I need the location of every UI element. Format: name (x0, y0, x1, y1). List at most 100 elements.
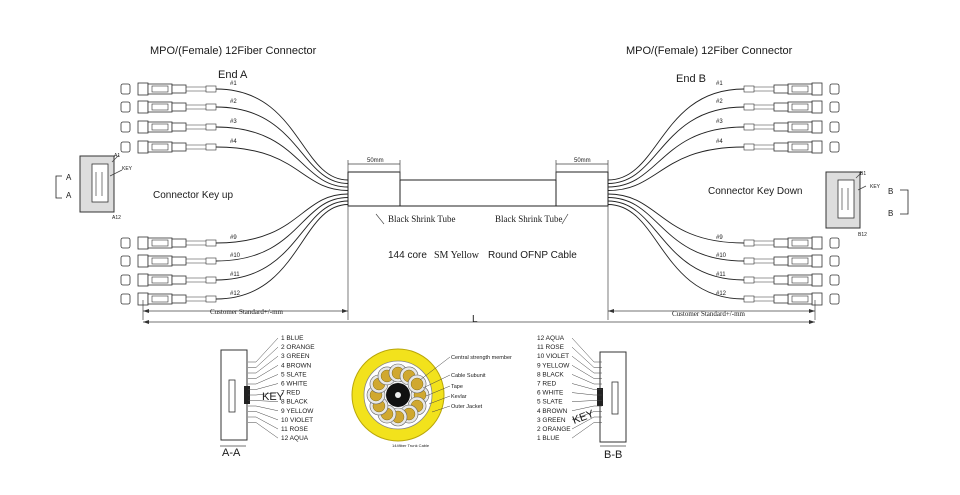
end-b-label: End B (676, 73, 706, 85)
fiber-color-label: 8 BLACK (281, 399, 308, 406)
fiber-color-label: 12 AQUA (537, 335, 565, 342)
fiber-line-right (607, 197, 745, 262)
fiber-line-right (607, 126, 745, 188)
fiber-color-label: 4 BROWN (537, 408, 568, 415)
shrink-tube-left (347, 171, 401, 207)
fiber-number-right: #10 (716, 253, 727, 259)
mpo-connector (120, 140, 217, 154)
mpo-connector (743, 140, 840, 154)
mpo-connector (743, 120, 840, 134)
fiber-color-label: 8 BLACK (537, 371, 564, 378)
mpo-connector (120, 100, 217, 114)
connector-key-down-label: Connector Key Down (708, 186, 803, 197)
fiber-color-label: 10 VIOLET (537, 353, 569, 360)
connector-key-up-label: Connector Key up (153, 190, 233, 201)
length-right-label: Customer Standard+/-mm (672, 310, 746, 318)
cross-section-label: Kevlar (451, 394, 467, 400)
shrink-length-left: 50mm (367, 158, 384, 164)
fiber-color-label: 1 BLUE (281, 335, 304, 342)
fiber-number-left: #9 (230, 235, 237, 241)
fiber-color-label: 12 AQUA (281, 435, 309, 442)
fiber-color-label: 7 RED (281, 390, 300, 397)
fiber-color-label: 10 VIOLET (281, 417, 313, 424)
fiber-color-label: 2 ORANGE (537, 426, 571, 433)
fiber-color-label: 6 WHITE (537, 390, 564, 397)
mpo-connector (120, 254, 217, 268)
section-b-key-label: KEY (571, 408, 596, 427)
mpo-connector (743, 292, 840, 306)
connector-key-right (825, 171, 909, 229)
fiber-breakouts (215, 88, 745, 300)
fiber-line-right (607, 106, 745, 184)
fiber-line-left (215, 204, 349, 300)
cross-section-label: Tape (451, 384, 463, 390)
section-a-title: A-A (222, 447, 241, 459)
section-a-marker-top: A (66, 173, 72, 182)
fiber-number-left: #3 (230, 119, 237, 125)
fiber-color-label: 11 ROSE (281, 426, 309, 433)
fiber-number-right: #4 (716, 139, 723, 145)
mpo-connector (120, 292, 217, 306)
mpo-connector (743, 273, 840, 287)
mpo-connector (743, 254, 840, 268)
fiber-labels-left: #1#2#3#4#9#10#11#12 (230, 81, 241, 297)
trunk-cable (347, 160, 609, 207)
fiber-number-right: #1 (716, 81, 723, 87)
fiber-line-left (215, 193, 349, 244)
cable-description-a: 144 core (388, 250, 427, 261)
section-b-marker-top: B (888, 187, 893, 196)
fiber-color-label: 2 ORANGE (281, 344, 315, 351)
fiber-color-label: 1 BLUE (537, 435, 560, 442)
pin-a12-label: A12 (112, 215, 121, 221)
fiber-color-label: 7 RED (537, 381, 556, 388)
section-a-key-label: KEY (262, 391, 285, 403)
mpo-connector (120, 120, 217, 134)
section-a-leaders (248, 337, 279, 439)
fiber-number-left: #12 (230, 291, 241, 297)
connector-key-left (55, 154, 123, 213)
section-b-leaders (571, 337, 602, 439)
fiber-number-left: #4 (230, 139, 237, 145)
fiber-number-right: #2 (716, 99, 723, 105)
fiber-number-left: #1 (230, 81, 237, 87)
fiber-color-label: 5 SLATE (537, 399, 563, 406)
section-a-connector (220, 349, 250, 441)
end-a-label: End A (218, 69, 248, 81)
section-b-title: B-B (604, 449, 622, 461)
connector-title-right: MPO/(Female) 12Fiber Connector (626, 45, 793, 57)
pin-a1-label: A1 (114, 153, 120, 159)
fiber-line-left (215, 200, 349, 281)
fiber-line-right (607, 204, 745, 300)
fiber-color-label: 3 GREEN (537, 417, 566, 424)
fiber-color-label: 9 YELLOW (281, 408, 314, 415)
fiber-color-label: 9 YELLOW (537, 362, 570, 369)
fiber-number-right: #3 (716, 119, 723, 125)
cable-description-b: SM Yellow (434, 250, 480, 261)
fiber-color-label: 3 GREEN (281, 353, 310, 360)
fiber-number-left: #11 (230, 272, 240, 278)
section-a-marker-bottom: A (66, 191, 72, 200)
connector-group-left (120, 82, 217, 306)
fiber-number-right: #12 (716, 291, 727, 297)
pin-b12-label: B12 (858, 232, 867, 238)
fiber-line-right (607, 193, 745, 244)
fiber-line-left (215, 146, 349, 191)
shrink-label-right: Black Shrink Tube (495, 214, 563, 224)
fiber-line-left (215, 197, 349, 262)
length-left-label: Customer Standard+/-mm (210, 308, 284, 316)
fiber-labels-right: #1#2#3#4#9#10#11#12 (716, 81, 727, 297)
mpo-connector (743, 100, 840, 114)
fiber-line-right (607, 88, 745, 181)
fiber-line-left (215, 88, 349, 181)
fiber-number-right: #11 (716, 272, 726, 278)
fiber-color-label: 5 SLATE (281, 371, 307, 378)
key-label-right: KEY (870, 184, 881, 190)
section-b-connector (597, 351, 627, 443)
fiber-line-left (215, 106, 349, 184)
mpo-connector (120, 273, 217, 287)
shrink-length-right: 50mm (574, 158, 591, 164)
cross-section-label: Central strength member (451, 355, 512, 361)
